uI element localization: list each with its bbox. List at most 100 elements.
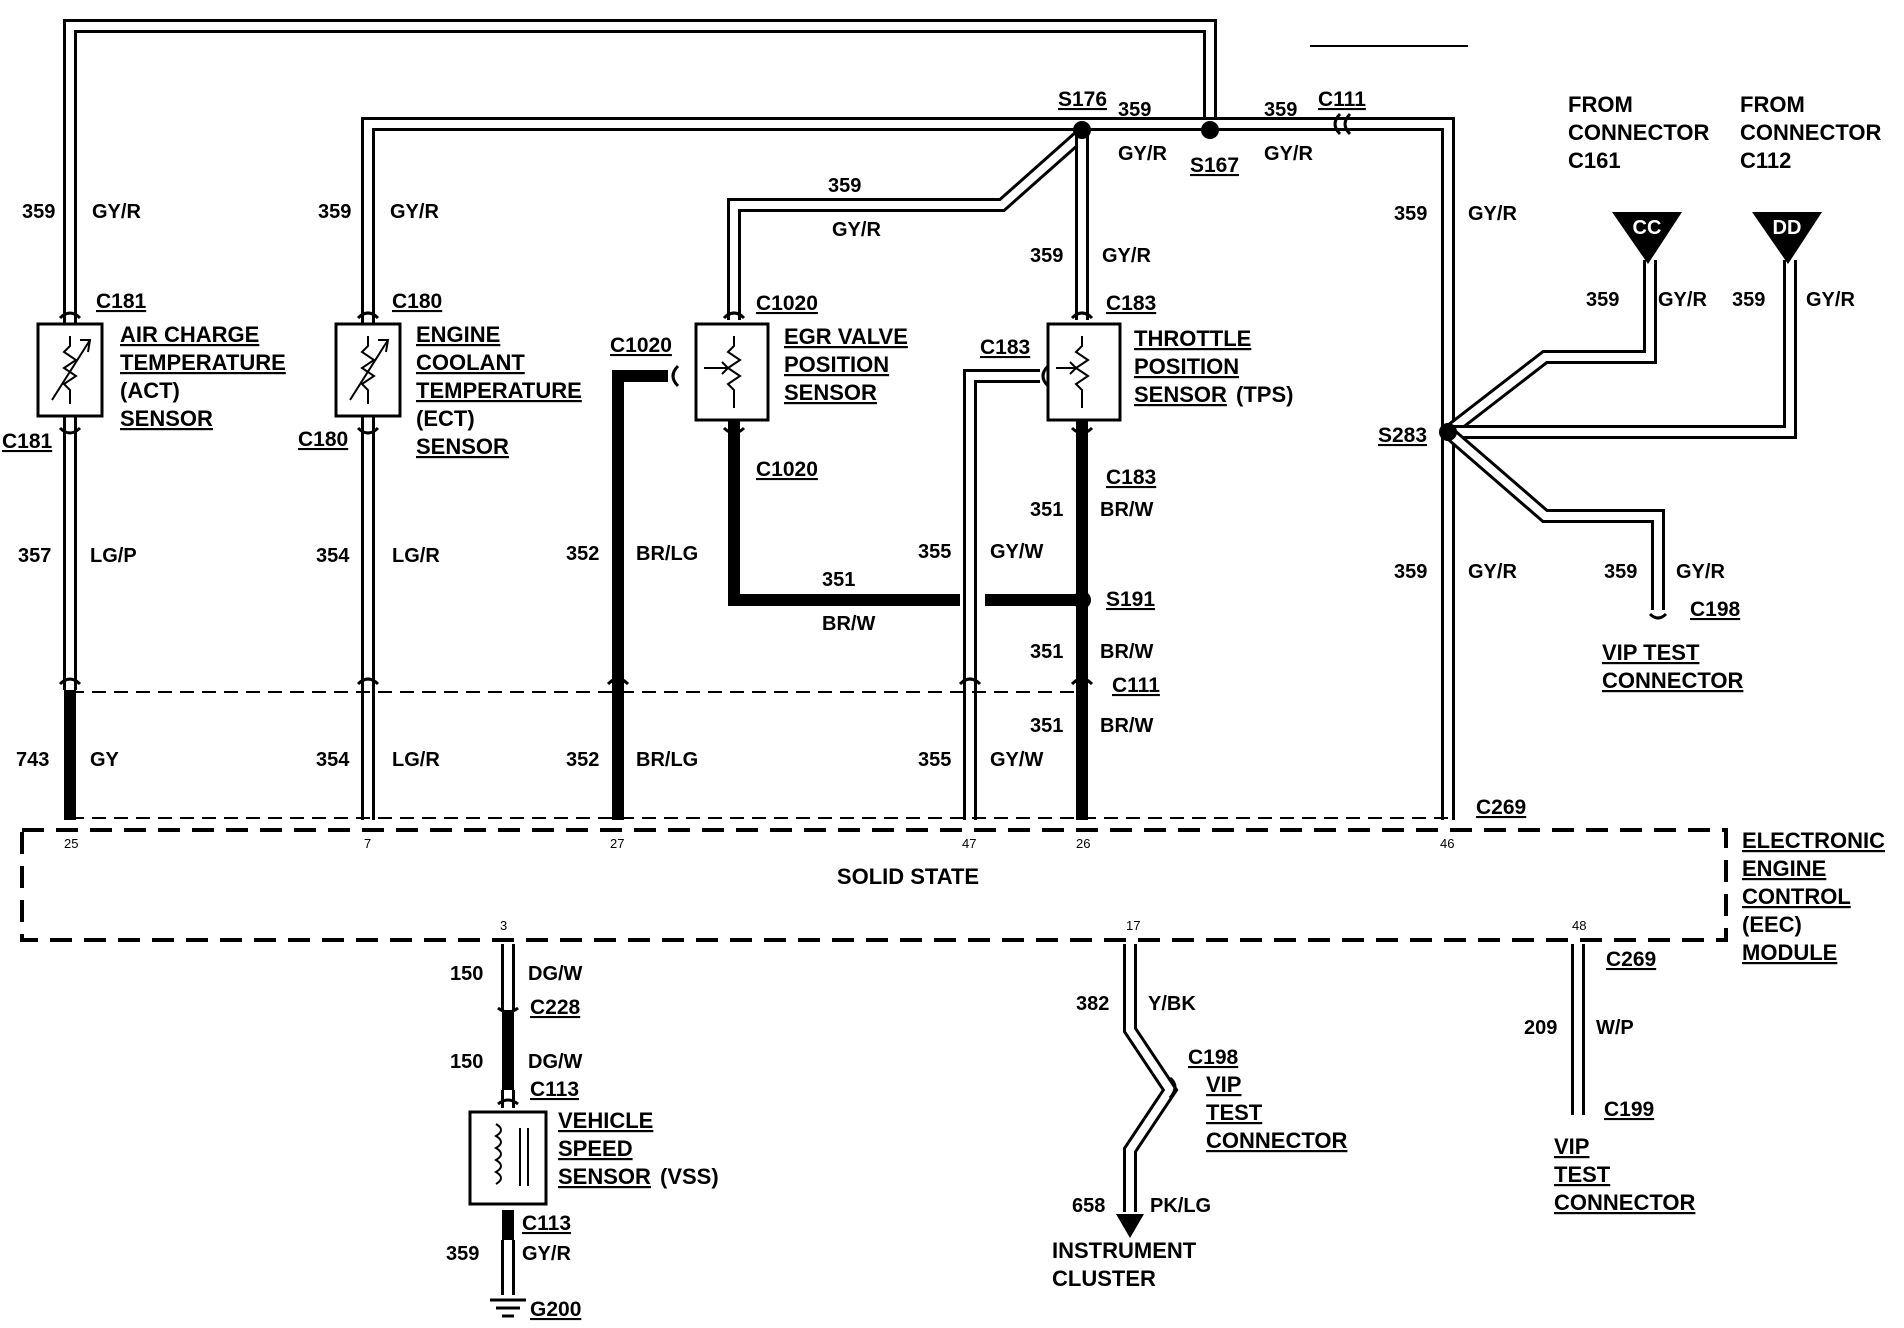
from-connector-c161-label: FROM CONNECTOR C161 (1568, 92, 1709, 173)
tag-cc: CC (1633, 217, 1662, 239)
splice-s191-dot (1073, 591, 1091, 609)
svg-text:25: 25 (64, 836, 78, 851)
svg-text:GY/R: GY/R (1676, 561, 1725, 583)
svg-text:359: 359 (828, 175, 861, 197)
svg-text:VEHICLE: VEHICLE (558, 1108, 653, 1133)
label-c198-bot: C198 (1690, 598, 1741, 621)
svg-text:ENGINE: ENGINE (1742, 856, 1826, 881)
svg-text:CONNECTOR: CONNECTOR (1554, 1190, 1695, 1215)
svg-text:355: 355 (918, 541, 951, 563)
svg-text:BR/LG: BR/LG (636, 749, 698, 771)
svg-text:27: 27 (610, 836, 624, 851)
svg-text:17: 17 (1126, 918, 1140, 933)
from-connector-dd-icon (1752, 212, 1822, 264)
svg-text:3: 3 (500, 918, 507, 933)
svg-text:209: 209 (1524, 1017, 1557, 1039)
svg-text:GY/R: GY/R (832, 219, 881, 241)
act-sensor-label: AIR CHARGE TEMPERATURE (ACT) SENSOR (120, 322, 286, 431)
svg-text:359: 359 (1604, 561, 1637, 583)
svg-text:CONNECTOR: CONNECTOR (1602, 668, 1743, 693)
svg-text:BR/W: BR/W (822, 613, 875, 635)
svg-text:354: 354 (316, 545, 350, 567)
svg-text:351: 351 (1030, 715, 1063, 737)
svg-text:(TPS): (TPS) (1236, 382, 1293, 407)
svg-text:TEMPERATURE: TEMPERATURE (416, 378, 582, 403)
svg-text:46: 46 (1440, 836, 1454, 851)
svg-text:BR/LG: BR/LG (636, 543, 698, 565)
svg-text:LG/R: LG/R (392, 545, 440, 567)
svg-text:PK/LG: PK/LG (1150, 1195, 1211, 1217)
svg-text:743: 743 (16, 749, 49, 771)
module-pins-bottom: 3 17 48 (500, 918, 1586, 933)
svg-text:TEMPERATURE: TEMPERATURE (120, 350, 286, 375)
egr-sensor-symbol (694, 322, 770, 422)
svg-text:359: 359 (1030, 245, 1063, 267)
svg-text:382: 382 (1076, 993, 1109, 1015)
svg-text:7: 7 (364, 836, 371, 851)
label-c111-mid: C111 (1112, 674, 1160, 697)
ground-icon (490, 1298, 526, 1318)
vss-sensor-symbol (468, 1110, 548, 1206)
svg-text:CONTROL: CONTROL (1742, 884, 1851, 909)
svg-text:GY/W: GY/W (990, 749, 1043, 771)
label-c111-top: C111 (1318, 88, 1366, 111)
splice-s283-dot (1439, 423, 1457, 441)
splice-s167-dot (1201, 121, 1219, 139)
svg-text:VIP: VIP (1554, 1134, 1589, 1159)
svg-text:POSITION: POSITION (784, 352, 889, 377)
svg-text:SENSOR: SENSOR (1134, 382, 1227, 407)
svg-text:26: 26 (1076, 836, 1090, 851)
label-c183-left: C183 (980, 336, 1030, 359)
label-c113-bot: C113 (522, 1212, 571, 1235)
splice-s176-dot (1073, 121, 1091, 139)
svg-text:658: 658 (1072, 1195, 1105, 1217)
svg-text:ENGINE: ENGINE (416, 322, 500, 347)
label-c183-top: C183 (1106, 292, 1156, 315)
svg-text:359: 359 (318, 201, 351, 223)
label-s191: S191 (1106, 588, 1155, 611)
svg-text:INSTRUMENT: INSTRUMENT (1052, 1238, 1197, 1263)
svg-text:354: 354 (316, 749, 350, 771)
label-c1020-bot: C1020 (756, 458, 818, 481)
svg-text:C112: C112 (1740, 148, 1791, 173)
wire-s283-branches (1443, 260, 1797, 610)
svg-text:FROM: FROM (1568, 92, 1633, 117)
svg-text:FROM: FROM (1740, 92, 1805, 117)
wire-labels: 359 GY/R 359 GY/R 359 GY/R 359 GY/R 359 … (16, 99, 1855, 1265)
svg-text:CONNECTOR: CONNECTOR (1206, 1128, 1347, 1153)
svg-text:CONNECTOR: CONNECTOR (1568, 120, 1709, 145)
svg-text:GY/R: GY/R (1806, 289, 1855, 311)
svg-text:Y/BK: Y/BK (1148, 993, 1196, 1015)
svg-text:SPEED: SPEED (558, 1136, 633, 1161)
label-c198-right: C198 (1188, 1046, 1239, 1069)
svg-text:GY/R: GY/R (1264, 143, 1313, 165)
svg-text:(ACT): (ACT) (120, 378, 180, 403)
tps-sensor-label: THROTTLE POSITION SENSOR (TPS) (1134, 326, 1293, 407)
wire-thick-black (64, 370, 1088, 1240)
svg-text:359: 359 (1264, 99, 1297, 121)
label-c183-bot: C183 (1106, 466, 1156, 489)
svg-text:(VSS): (VSS) (660, 1164, 719, 1189)
svg-text:BR/W: BR/W (1100, 715, 1153, 737)
svg-text:SENSOR: SENSOR (416, 434, 509, 459)
svg-text:GY/R: GY/R (1118, 143, 1167, 165)
wire-355 (963, 369, 1040, 820)
svg-text:GY/R: GY/R (522, 1243, 571, 1265)
svg-text:AIR CHARGE: AIR CHARGE (120, 322, 259, 347)
wire-359-main-horizontal (361, 117, 1455, 820)
svg-text:GY/R: GY/R (1468, 203, 1517, 225)
from-connector-cc-icon (1612, 212, 1682, 264)
svg-text:GY/R: GY/R (1468, 561, 1517, 583)
vip-test-connector-3-label: VIP TEST CONNECTOR (1554, 1134, 1695, 1215)
vip-test-connector-2-label: VIP TEST CONNECTOR (1206, 1072, 1347, 1153)
svg-text:352: 352 (566, 749, 599, 771)
wire-359-egr-branch (727, 128, 1087, 320)
svg-text:351: 351 (1030, 641, 1063, 663)
svg-text:359: 359 (446, 1243, 479, 1265)
svg-text:150: 150 (450, 1051, 483, 1073)
label-s176: S176 (1058, 88, 1107, 111)
egr-sensor-label: EGR VALVE POSITION SENSOR (784, 324, 908, 405)
label-c1020-left: C1020 (610, 334, 672, 357)
svg-text:MODULE: MODULE (1742, 940, 1837, 965)
